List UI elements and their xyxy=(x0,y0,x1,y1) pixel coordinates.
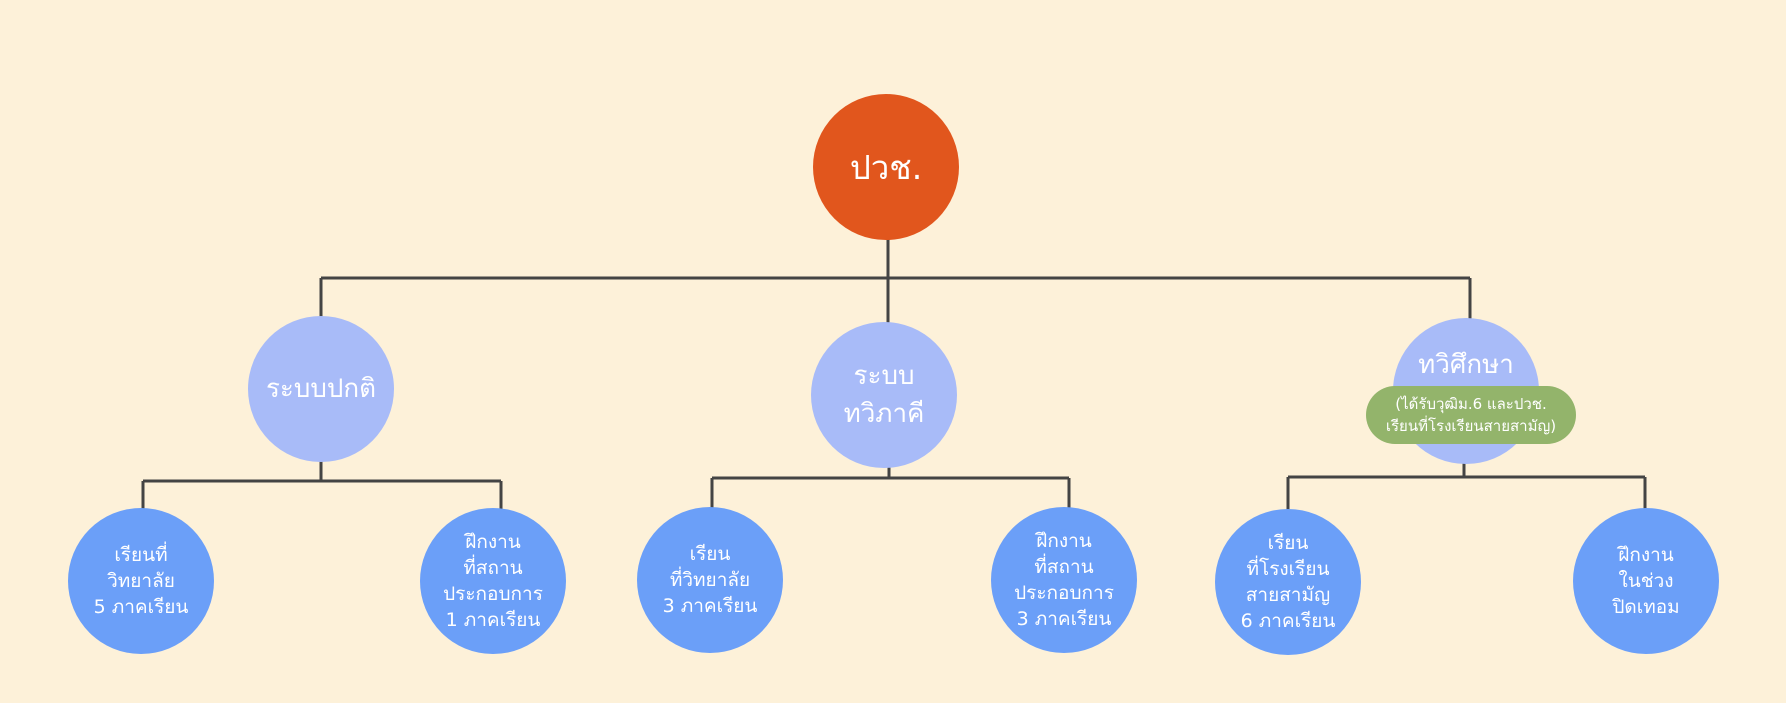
leaf-line: ประกอบการ xyxy=(443,583,543,605)
leaf-line: ประกอบการ xyxy=(1014,582,1114,604)
leaf-node-internship-3: ฝึกงาน ที่สถาน ประกอบการ 3 ภาคเรียน xyxy=(991,507,1137,653)
leaf-node-study-college-5: เรียนที่ วิทยาลัย 5 ภาคเรียน xyxy=(68,508,214,654)
leaf-line: 1 ภาคเรียน xyxy=(445,609,541,631)
leaf-line: 5 ภาคเรียน xyxy=(93,596,189,618)
leaf-node-internship-break: ฝึกงาน ในช่วง ปิดเทอม xyxy=(1573,508,1719,654)
leaf-line: ฝึกงาน xyxy=(1036,530,1092,552)
leaf-line: 3 ภาคเรียน xyxy=(662,595,758,617)
leaf-line: ฝึกงาน xyxy=(465,531,521,553)
leaf-line: สายสามัญ xyxy=(1245,584,1331,606)
leaf-node-study-high-school-6: เรียน ที่โรงเรียน สายสามัญ 6 ภาคเรียน xyxy=(1215,509,1361,655)
leaf-line: 3 ภาคเรียน xyxy=(1016,608,1112,630)
leaf-line: 6 ภาคเรียน xyxy=(1240,610,1336,632)
root-node: ปวช. xyxy=(813,94,959,240)
leaf-node-study-college-3: เรียน ที่วิทยาลัย 3 ภาคเรียน xyxy=(637,507,783,653)
leaf-line: ที่สถาน xyxy=(1034,556,1094,578)
branch-label-line: ระบบ xyxy=(853,361,915,391)
note-line: เรียนที่โรงเรียนสายสามัญ) xyxy=(1385,417,1557,435)
leaf-node-internship-1: ฝึกงาน ที่สถาน ประกอบการ 1 ภาคเรียน xyxy=(420,508,566,654)
leaf-line: ในช่วง xyxy=(1618,570,1674,592)
branch-label-line: ระบบปกติ xyxy=(265,374,377,404)
dual-education-note-pill: (ได้รับวุฒิม.6 และปวช. เรียนที่โรงเรียนส… xyxy=(1366,386,1576,444)
leaf-line: ฝึกงาน xyxy=(1618,544,1674,566)
branch-node-regular: ระบบปกติ xyxy=(248,316,394,462)
leaf-line: ที่วิทยาลัย xyxy=(669,569,751,591)
leaf-line: เรียน xyxy=(689,543,731,565)
root-label: ปวช. xyxy=(849,147,923,187)
branch-label-line: ทวิภาคี xyxy=(843,399,925,429)
branch-label-line: ทวิศึกษา xyxy=(1418,350,1514,380)
leaf-line: ที่สถาน xyxy=(463,557,523,579)
leaf-line: ที่โรงเรียน xyxy=(1246,558,1330,580)
leaf-line: เรียน xyxy=(1267,532,1309,554)
leaf-line: ปิดเทอม xyxy=(1612,596,1680,618)
leaf-line: วิทยาลัย xyxy=(107,570,175,592)
branch-node-dual-vocational: ระบบ ทวิภาคี xyxy=(811,322,957,468)
leaf-line: เรียนที่ xyxy=(114,544,168,566)
note-line: (ได้รับวุฒิม.6 และปวช. xyxy=(1395,395,1547,413)
